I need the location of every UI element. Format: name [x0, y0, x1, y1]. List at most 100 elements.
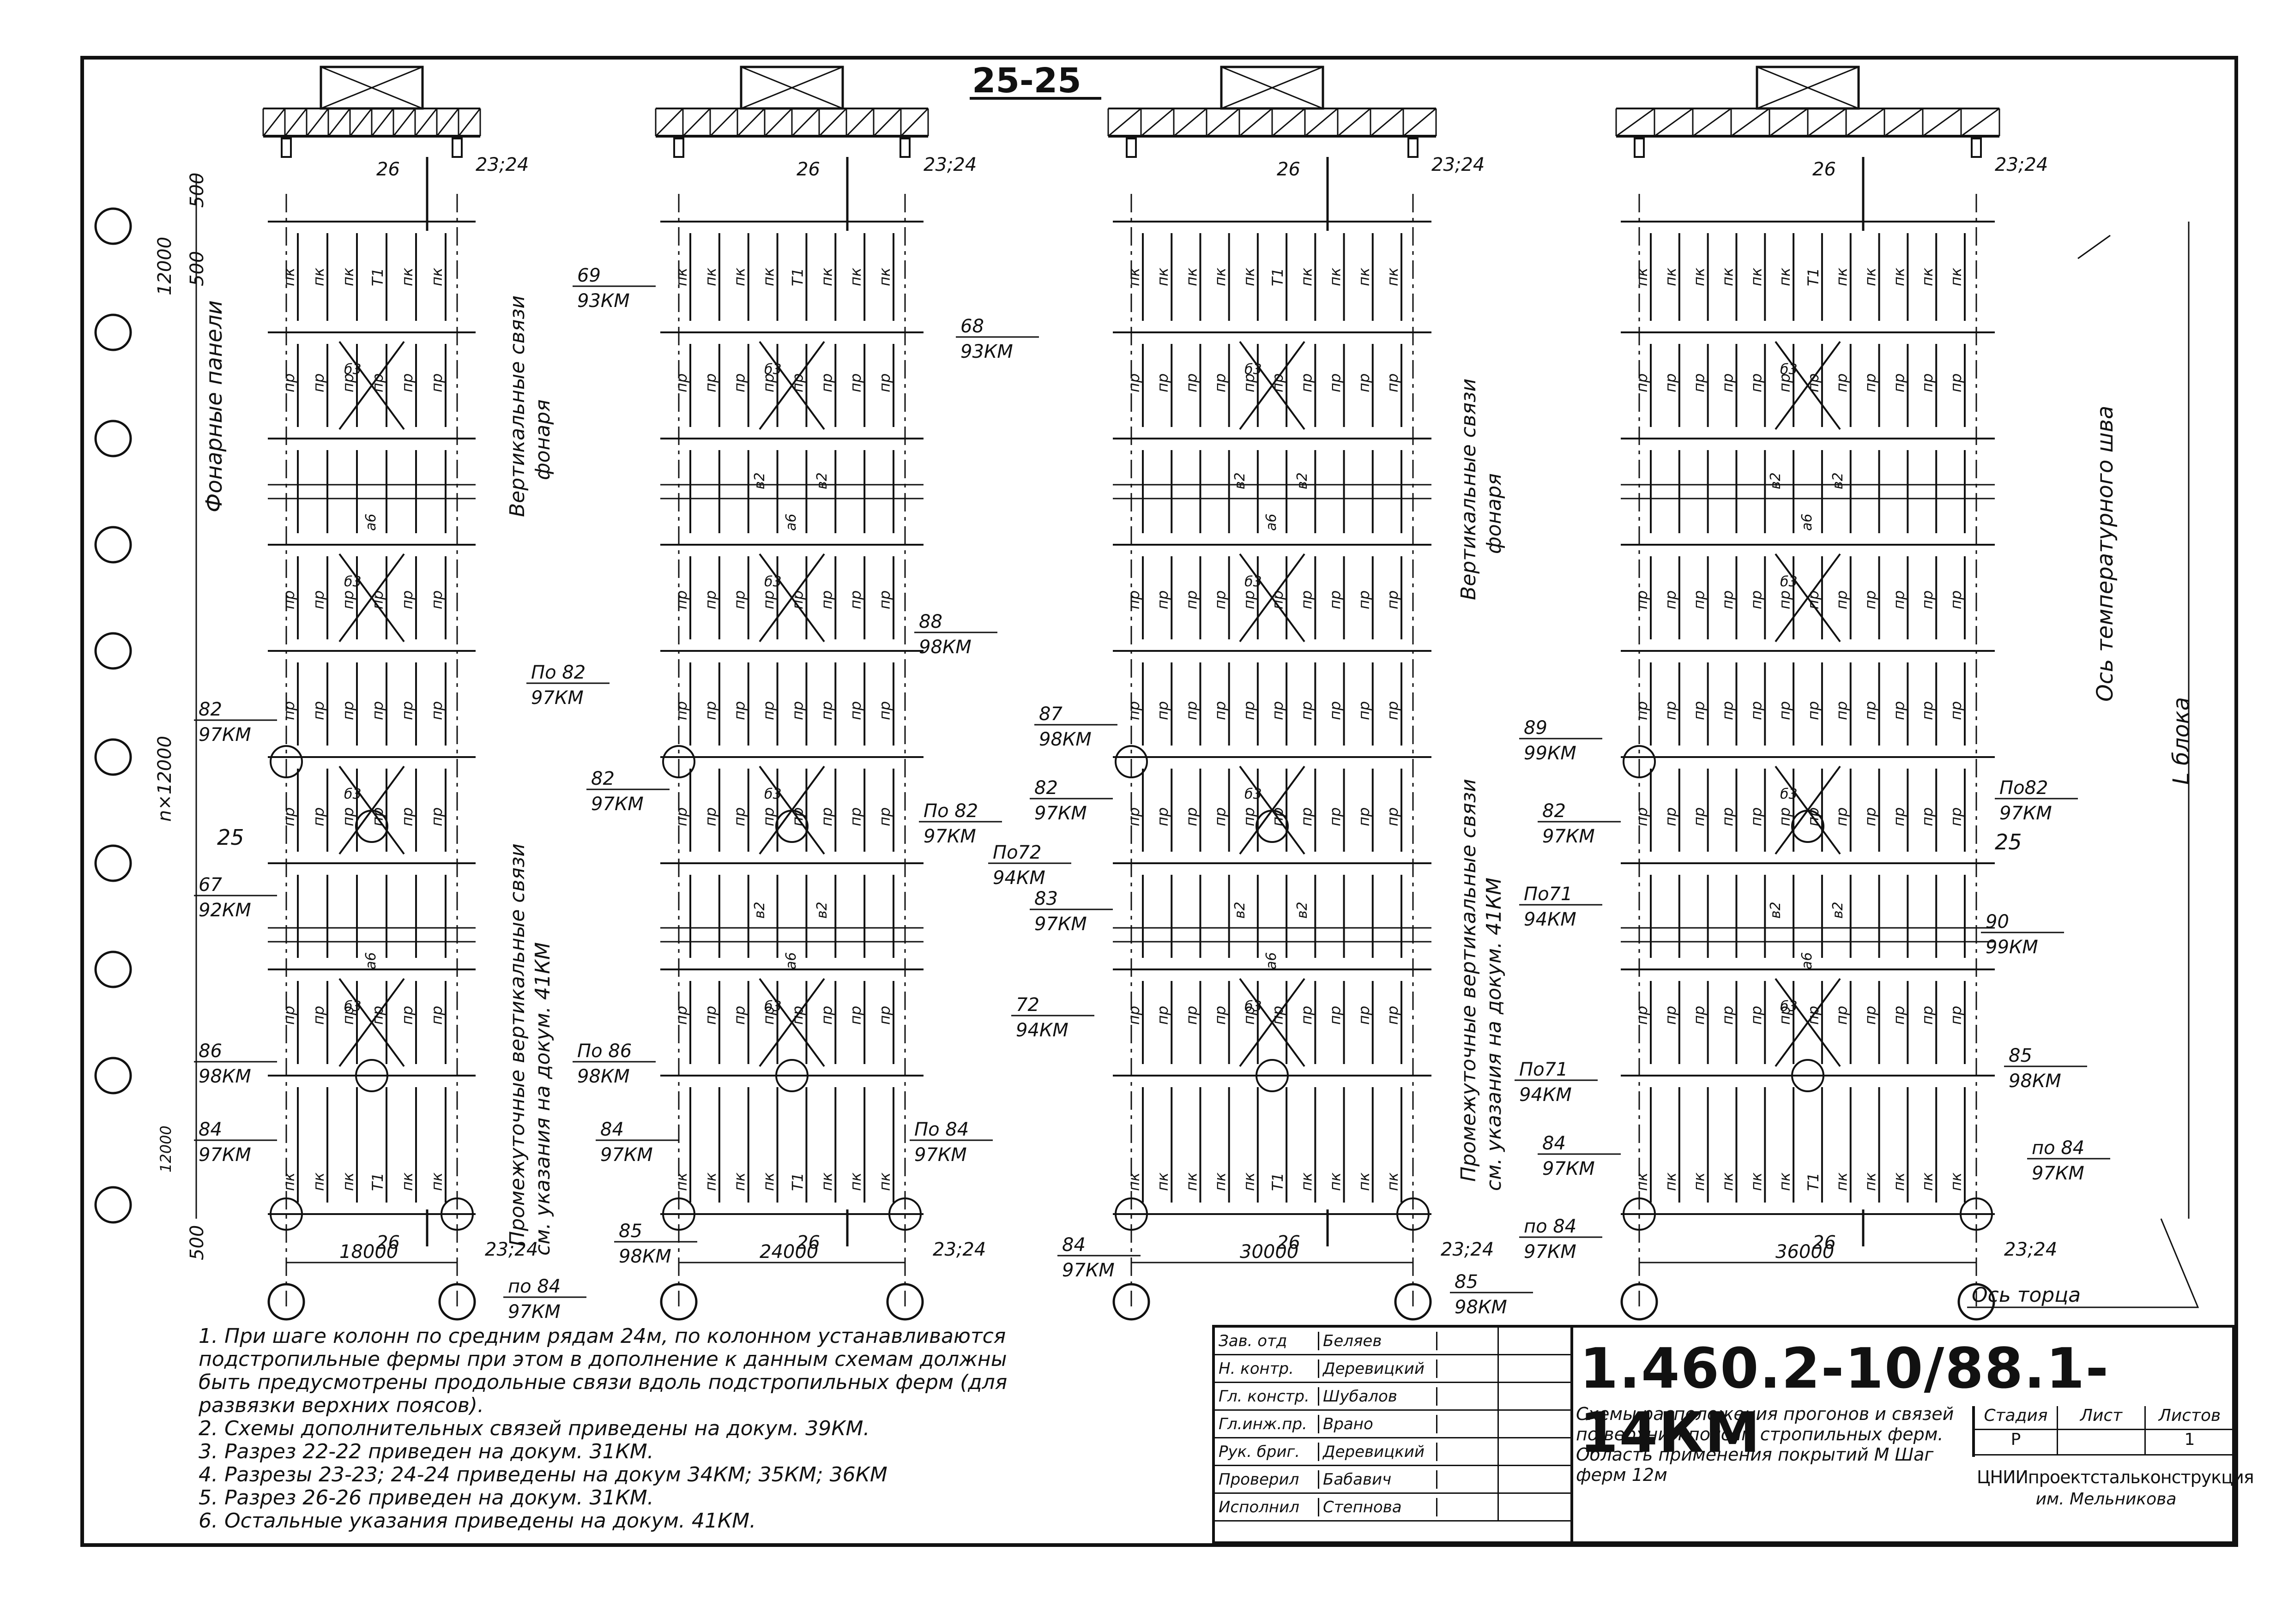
purlin-label-pr: пр — [1776, 701, 1793, 720]
purlin-label-pk: пк — [339, 1172, 357, 1191]
column-axis-bubble — [438, 1283, 476, 1321]
purlin-label-pr: пр — [280, 807, 298, 826]
purlin-label-pr: пр — [398, 373, 416, 392]
punch-hole — [94, 950, 132, 988]
purlin-label-pr: пр — [818, 1006, 835, 1025]
purlin-label-pr: пр — [1662, 590, 1679, 609]
node-circle — [270, 745, 303, 778]
callout-reference: 94КМ — [1016, 1020, 1069, 1041]
node-circle — [775, 1059, 809, 1092]
purlin-label-pr: пр — [818, 373, 835, 392]
purlin-label-pr: пр — [1327, 590, 1344, 609]
purlin-label-pk: пк — [1327, 1172, 1344, 1191]
lantern-bracing-text-4: фонаря — [1482, 473, 1506, 554]
purlin-label-pr: пр — [1327, 1006, 1344, 1025]
purlin-label-pr: пр — [1890, 701, 1908, 720]
section-mark-s26: 26 — [1277, 159, 1300, 180]
purlin-label-pk: пк — [1947, 267, 1965, 286]
brace — [759, 553, 825, 643]
purlin-label-pr: пр — [673, 807, 690, 826]
purlin-label-pr: пр — [1947, 1006, 1965, 1025]
purlin-label-pk: пк — [1240, 267, 1258, 286]
callout-number: 88 — [919, 611, 942, 632]
purlin-label-pr: пр — [1125, 590, 1143, 609]
purlin-label-pr: пр — [1384, 807, 1401, 826]
purlin-label-pr: пр — [1719, 373, 1736, 392]
signature-mark — [1437, 1466, 1499, 1492]
purlin-label-pr: пр — [1719, 807, 1736, 826]
purlin-label-pr: пр — [673, 701, 690, 720]
signature-row: Гл.инж.пр.Врано — [1215, 1411, 1570, 1438]
node-circle — [1115, 1197, 1148, 1231]
brace-label-b3: б3 — [344, 998, 362, 1015]
brace-label-b3: б3 — [344, 361, 362, 378]
sheet-value — [2058, 1430, 2146, 1456]
purlin-label-pk: пк — [1183, 267, 1200, 286]
purlin-label-pr: пр — [398, 807, 416, 826]
callout-reference: 98КМ — [1455, 1297, 1507, 1318]
column-axis-bubble — [1394, 1283, 1432, 1321]
purlin-label-pr: пр — [1633, 701, 1651, 720]
brace-label-b3: б3 — [764, 361, 782, 378]
purlin-label-pr: пр — [1890, 373, 1908, 392]
purlin-label-pk: Т1 — [369, 1173, 386, 1191]
brace-label-b3: б3 — [1244, 574, 1262, 590]
purlin-label-pr: пр — [1298, 590, 1315, 609]
intermediate-bracing-text-3: Промежуточные вертикальные связи — [1457, 779, 1480, 1182]
signature-role: Зав. отд — [1215, 1331, 1319, 1350]
brace-label-b3: б3 — [1244, 998, 1262, 1015]
callout-reference: 97КМ — [914, 1144, 967, 1166]
purlin-label-pr: пр — [1690, 701, 1708, 720]
purlin-label-pk: пк — [1919, 267, 1936, 286]
sheets-header: Листов — [2146, 1406, 2235, 1430]
purlin-label-pr: пр — [702, 373, 719, 392]
node-circle — [1960, 1197, 1993, 1231]
brace — [338, 553, 405, 643]
plan-3: пкпкпрпрпрпрпрпкпкпрпрпрпрпрпкпкпрпрпрпр… — [988, 66, 1602, 1321]
brace — [1239, 978, 1305, 1067]
member-label-v2: в2 — [814, 902, 830, 919]
signature-name: Бабавич — [1319, 1470, 1437, 1489]
lantern-bracing-text-2: фонаря — [531, 399, 555, 480]
purlin-label-pk: пк — [1240, 1172, 1258, 1191]
callout-reference: 98КМ — [1039, 729, 1092, 750]
brace-label-b3: б3 — [1244, 786, 1262, 802]
brace-label-b3: б3 — [1244, 361, 1262, 378]
purlin-label-pr: пр — [1747, 373, 1765, 392]
node-circle — [1623, 1197, 1656, 1231]
section-mark-s26: 26 — [797, 1232, 820, 1253]
callout-number: 84 — [1542, 1133, 1566, 1154]
purlin-label-pr: пр — [1125, 701, 1143, 720]
plans: пкпкпрпрпрпрпрпкпкпрпрпрпрпрпкпкпрпрпрпр… — [194, 66, 2110, 1323]
purlin-label-pr: пр — [847, 807, 864, 826]
purlin-label-pr: пр — [760, 701, 778, 720]
block-length-text: L блока — [2168, 697, 2194, 785]
lantern-bracing-text-3: Вертикальные связи — [1457, 379, 1480, 600]
purlin-label-pr: пр — [1212, 1006, 1229, 1025]
signature-name: Беляев — [1319, 1331, 1437, 1350]
purlin-label-pk: пк — [1747, 267, 1765, 286]
signature-role: Н. контр. — [1215, 1359, 1319, 1378]
purlin-label-pr: пр — [818, 701, 835, 720]
node-circle — [775, 810, 809, 843]
punch-hole — [94, 632, 132, 670]
purlin-label-pr: пр — [1298, 807, 1315, 826]
purlin-label-pr: пр — [1919, 373, 1936, 392]
callout-number: 82 — [1034, 777, 1058, 799]
brace-label-b3: б3 — [344, 786, 362, 802]
purlin-label-pr: пр — [876, 373, 893, 392]
purlin-label-pr: пр — [1890, 590, 1908, 609]
signature-name: Степнова — [1319, 1498, 1437, 1516]
callout-reference: 97КМ — [1542, 826, 1595, 847]
note-line: 3. Разрез 22-22 приведен на докум. 31КМ. — [199, 1440, 654, 1463]
section-mark-s26: 26 — [1277, 1232, 1300, 1253]
purlin-label-pr: пр — [1269, 373, 1286, 392]
purlin-label-pr: пр — [1690, 590, 1708, 609]
purlin-label-pr: пр — [876, 701, 893, 720]
